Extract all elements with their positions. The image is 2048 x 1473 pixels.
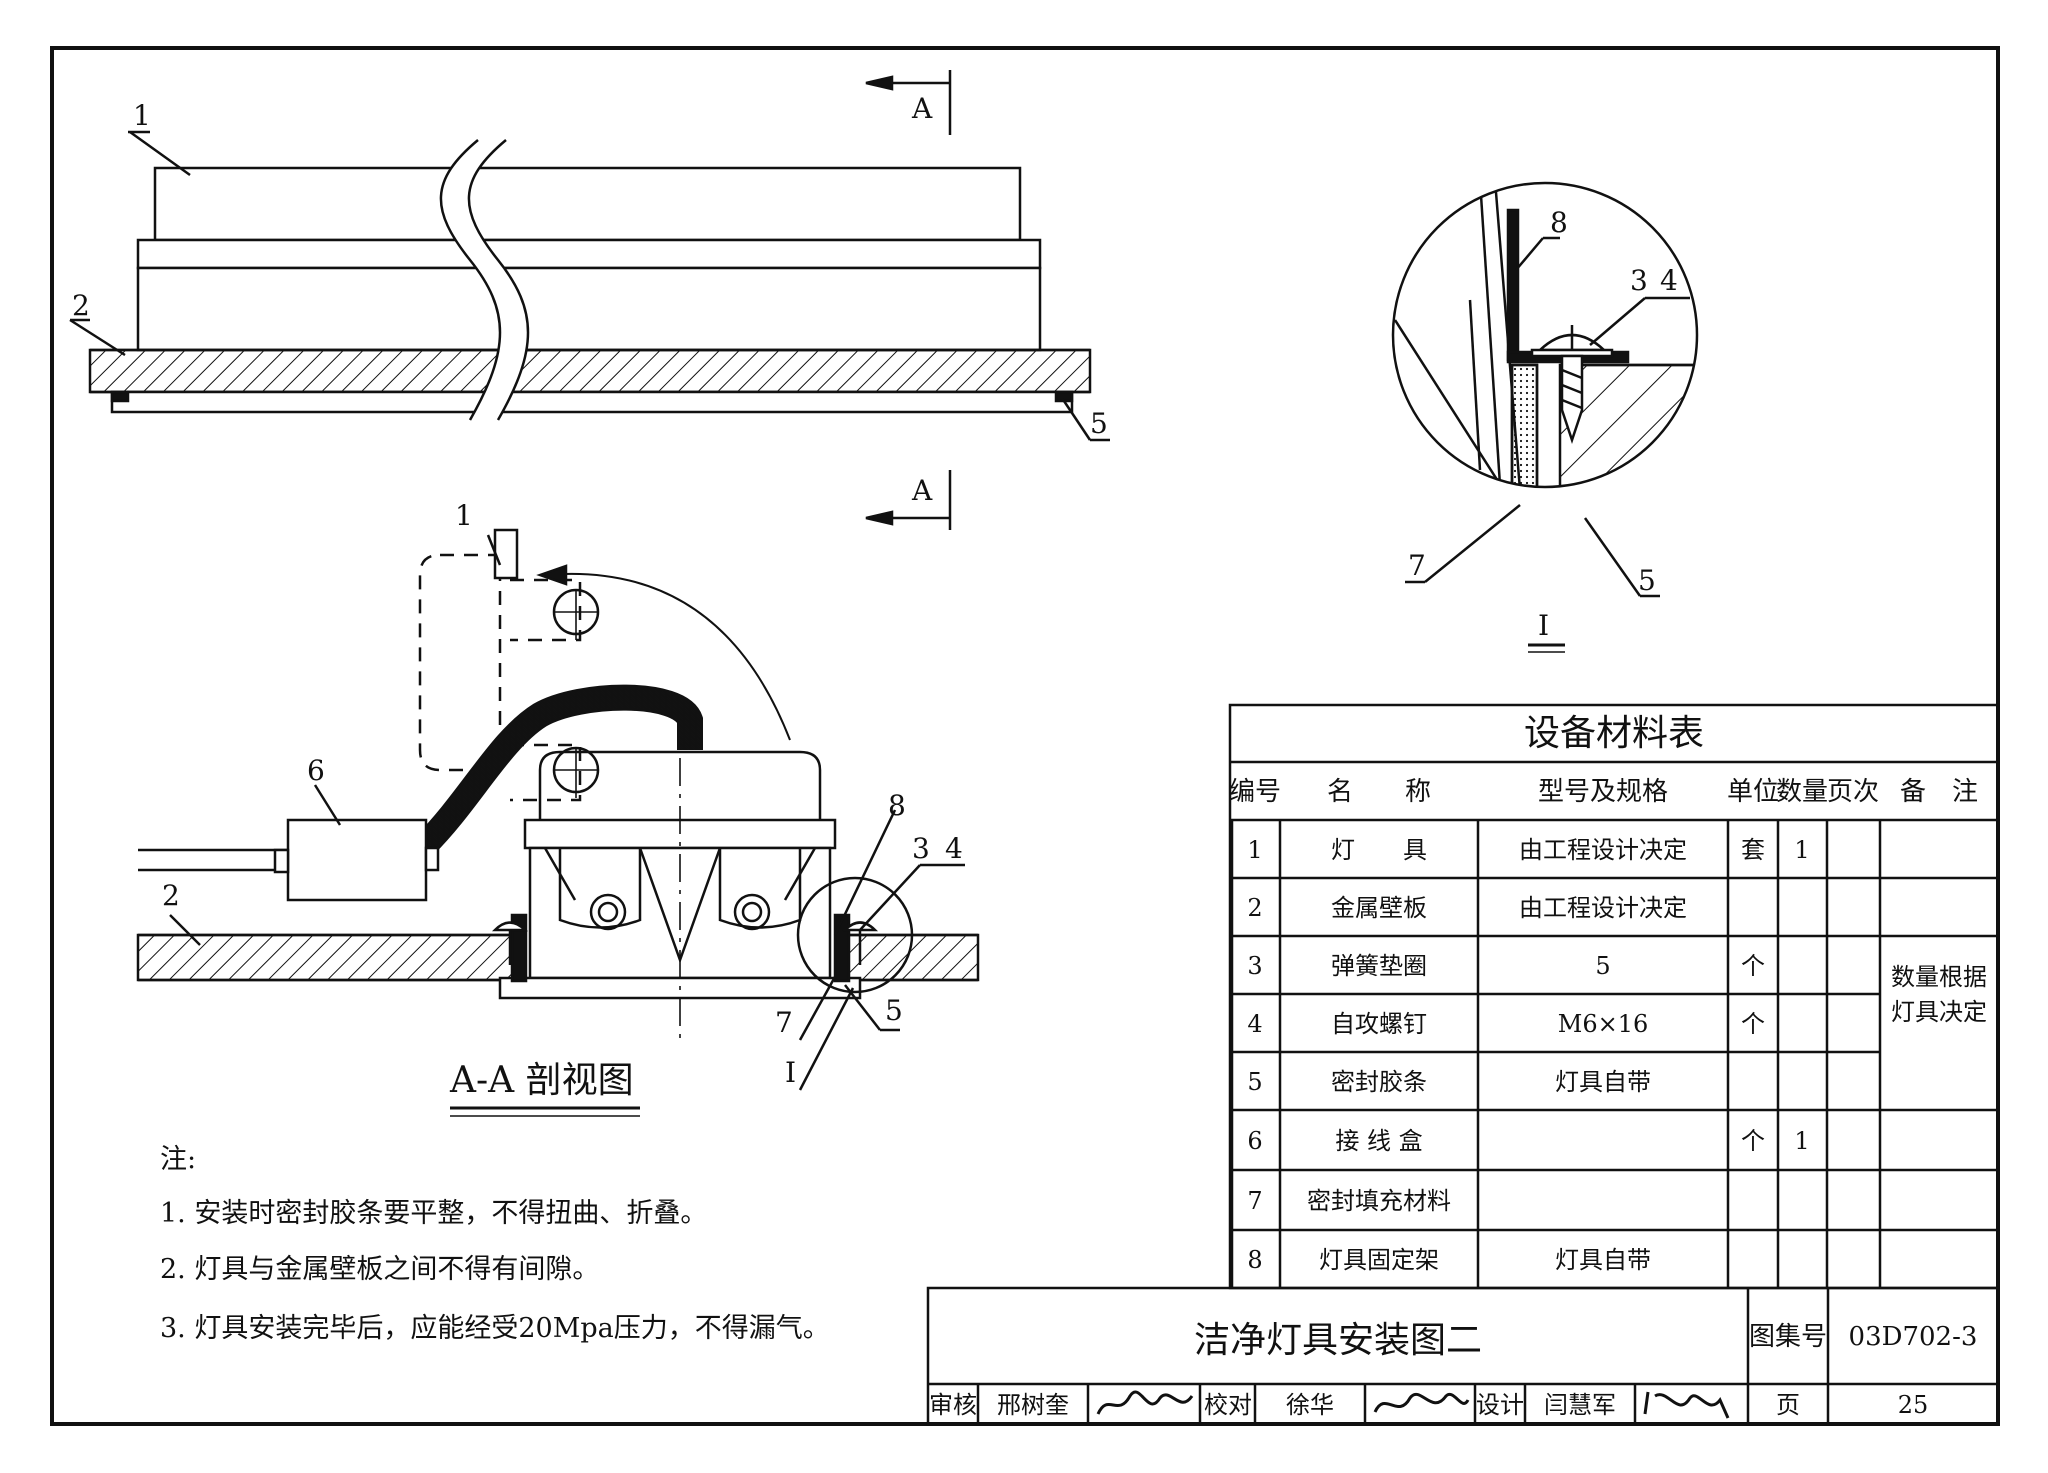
atlas-label: 图集号 — [1749, 1322, 1827, 1352]
table-header-row: 编号 名 称 型号及规格 单位 数量 页次 备 注 — [1229, 777, 1978, 807]
section-callout-3: 3 — [912, 832, 930, 865]
review-label: 审核 — [929, 1391, 977, 1419]
row-3-name: 弹簧垫圈 — [1331, 952, 1427, 980]
header-page: 页次 — [1827, 777, 1879, 807]
row-7-no: 7 — [1247, 1187, 1262, 1215]
header-spec: 型号及规格 — [1538, 777, 1668, 807]
page-label: 页 — [1776, 1391, 1800, 1419]
table-row: 8 灯具固定架 灯具自带 — [1247, 1246, 1651, 1274]
detail-view — [1391, 181, 1699, 598]
row-5-name: 密封胶条 — [1331, 1068, 1427, 1096]
remark-line-2: 灯具决定 — [1891, 998, 1987, 1026]
check-label: 校对 — [1204, 1391, 1252, 1419]
header-qty: 数量 — [1776, 777, 1828, 807]
checker-name: 徐华 — [1286, 1391, 1334, 1419]
detail-callout-8: 8 — [1550, 206, 1568, 239]
section-callout-5: 5 — [885, 994, 903, 1027]
row-8-no: 8 — [1247, 1246, 1262, 1274]
designer-signature — [1643, 1391, 1730, 1419]
row-7-name: 密封填充材料 — [1307, 1187, 1451, 1215]
row-2-spec: 由工程设计决定 — [1519, 894, 1687, 922]
row-4-unit: 个 — [1741, 1010, 1765, 1038]
page-number: 25 — [1898, 1391, 1929, 1419]
row-4-spec: M6×16 — [1558, 1010, 1649, 1038]
header-unit: 单位 — [1727, 777, 1779, 807]
plan-callout-1: 1 — [133, 99, 151, 132]
table-row: 7 密封填充材料 — [1247, 1187, 1451, 1215]
row-5-no: 5 — [1247, 1068, 1262, 1096]
drawing-title: 洁净灯具安装图二 — [1194, 1320, 1482, 1361]
row-1-qty: 1 — [1794, 836, 1809, 864]
row-5-spec: 灯具自带 — [1555, 1068, 1651, 1096]
section-view — [136, 528, 980, 1091]
table-row: 2 金属壁板 由工程设计决定 — [1247, 894, 1687, 922]
header-no: 编号 — [1229, 777, 1281, 807]
row-1-name: 灯 具 — [1331, 836, 1427, 864]
plan-marker-top: A — [911, 92, 933, 125]
atlas-number: 03D702-3 — [1849, 1322, 1978, 1352]
detail-callout-7: 7 — [1408, 549, 1426, 582]
table-title: 设备材料表 — [1524, 713, 1704, 754]
table-row: 5 密封胶条 灯具自带 — [1247, 1068, 1651, 1096]
note-1: 1. 安装时密封胶条要平整，不得扭曲、折叠。 — [160, 1198, 707, 1229]
row-6-qty: 1 — [1794, 1127, 1809, 1155]
table-row: 1 灯 具 由工程设计决定 套 1 — [1247, 836, 1809, 864]
note-3: 3. 灯具安装完毕后，应能经受20Mpa压力，不得漏气。 — [160, 1313, 830, 1344]
row-2-name: 金属壁板 — [1331, 894, 1427, 922]
section-title: A-A 剖视图 — [449, 1060, 634, 1101]
section-callout-6: 6 — [307, 754, 325, 787]
note-2: 2. 灯具与金属壁板之间不得有间隙。 — [160, 1254, 599, 1285]
row-3-no: 3 — [1247, 952, 1262, 980]
detail-title: I — [1538, 609, 1549, 642]
row-8-name: 灯具固定架 — [1319, 1246, 1439, 1274]
row-6-name: 接 线 盒 — [1335, 1127, 1422, 1155]
reviewer-name: 邢树奎 — [997, 1391, 1069, 1419]
section-callout-7: 7 — [775, 1006, 793, 1039]
plan-callout-2: 2 — [72, 289, 90, 322]
detail-callout-3: 3 — [1630, 264, 1648, 297]
remark-line-1: 数量根据 — [1891, 963, 1987, 991]
designer-name: 闫慧军 — [1544, 1391, 1616, 1419]
table-row: 4 自攻螺钉 M6×16 个 — [1247, 1010, 1765, 1038]
header-name: 名 称 — [1327, 777, 1431, 807]
row-2-no: 2 — [1247, 894, 1262, 922]
row-4-name: 自攻螺钉 — [1331, 1010, 1427, 1038]
table-row: 3 弹簧垫圈 5 个 — [1247, 952, 1765, 980]
plan-view — [69, 70, 1110, 530]
row-1-no: 1 — [1247, 836, 1262, 864]
table-row: 6 接 线 盒 个 1 — [1247, 1127, 1809, 1155]
detail-callout-4: 4 — [1660, 264, 1678, 297]
row-6-no: 6 — [1247, 1127, 1262, 1155]
header-remark: 备 注 — [1900, 777, 1978, 807]
row-1-unit: 套 — [1741, 836, 1765, 864]
section-callout-2: 2 — [162, 879, 180, 912]
section-callout-4: 4 — [945, 832, 963, 865]
reviewer-signature — [1096, 1390, 1194, 1415]
section-callout-I: I — [785, 1056, 796, 1089]
design-label: 设计 — [1476, 1391, 1524, 1419]
row-6-unit: 个 — [1741, 1127, 1765, 1155]
notes-heading: 注: — [160, 1144, 196, 1175]
row-4-no: 4 — [1247, 1010, 1262, 1038]
row-1-spec: 由工程设计决定 — [1519, 836, 1687, 864]
row-8-spec: 灯具自带 — [1555, 1246, 1651, 1274]
materials-table — [1228, 703, 2000, 1290]
plan-marker-bottom: A — [911, 474, 933, 507]
section-callout-1: 1 — [455, 499, 473, 532]
title-block — [926, 1286, 2000, 1426]
row-3-spec: 5 — [1595, 952, 1610, 980]
row-3-unit: 个 — [1741, 952, 1765, 980]
checker-signature — [1373, 1392, 1470, 1413]
section-callout-8: 8 — [888, 789, 906, 822]
detail-callout-5: 5 — [1638, 564, 1656, 597]
plan-callout-5: 5 — [1090, 407, 1108, 440]
